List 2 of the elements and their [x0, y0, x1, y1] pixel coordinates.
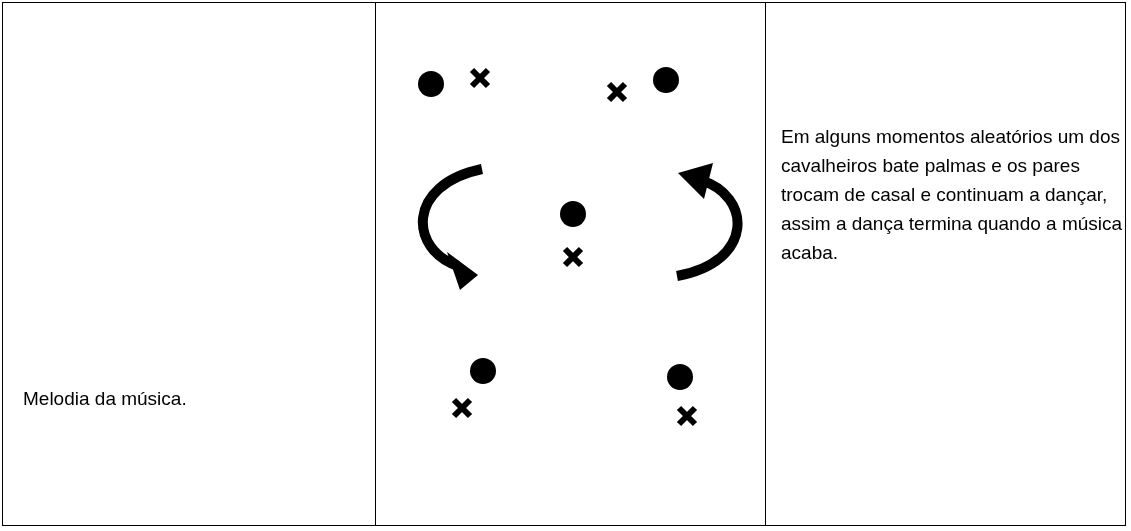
cell-text: Melodia da música.: [23, 387, 187, 411]
cell-text: Em alguns momentos aleatórios um dos cavalheiros bate palmas e os pares trocam de casal e continuam a dançar, assim a dança termina quando a música acaba.: [781, 125, 1124, 265]
